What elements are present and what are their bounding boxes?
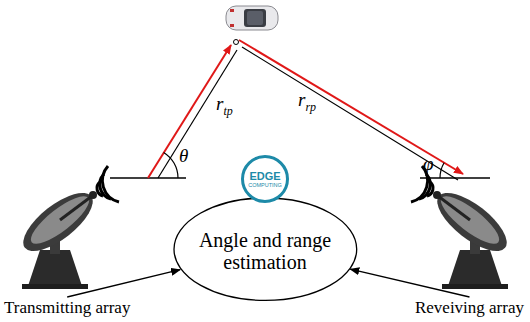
array-label: Transmitting array: [4, 299, 130, 318]
symbol: r: [298, 89, 305, 110]
node-text: Transmitting array: [4, 299, 130, 318]
reflection-point: [234, 40, 239, 45]
ellipse-shape: [174, 198, 357, 300]
symbol: r: [216, 93, 223, 114]
edge-computing-logo: EDGECOMPUTING: [241, 155, 289, 203]
dish-pedestal: [448, 250, 502, 286]
dish-reflector: [14, 183, 101, 262]
dish-surface: [25, 189, 95, 251]
car-window: [247, 11, 263, 25]
connector-arrow: [67, 270, 180, 297]
dish-feed: [438, 196, 470, 220]
node-text: Reveiving array: [415, 299, 524, 318]
angle-label: θ: [179, 146, 188, 165]
dish-base: [442, 284, 508, 289]
symbol: φ: [423, 153, 434, 174]
node-text: Angle and range estimation: [199, 229, 332, 273]
logo-text: COMPUTING: [248, 182, 282, 188]
range-label: rtp: [216, 94, 233, 117]
dish-surface: [435, 189, 505, 251]
path-outline: [158, 50, 237, 178]
transmit-path: [148, 45, 231, 178]
symbol: θ: [179, 145, 188, 166]
dish-feed: [60, 196, 92, 220]
signal-wave: [102, 166, 119, 202]
dish-base: [22, 284, 88, 289]
car-light: [230, 9, 234, 12]
angle-label: φ: [423, 154, 434, 173]
array-label: Reveiving array: [415, 299, 524, 318]
dish-pedestal: [28, 250, 82, 286]
receive-dish: [411, 166, 516, 289]
connector-arrow: [350, 269, 469, 297]
angle-arc: [440, 163, 444, 178]
estimation-ellipse: Angle and range estimationEDGECOMPUTING: [173, 197, 358, 301]
car-icon: [226, 6, 278, 30]
dish-horn: [433, 191, 441, 199]
dish-reflector: [428, 183, 515, 262]
range-label: rrp: [298, 90, 316, 113]
car-body: [226, 6, 278, 30]
car-light: [230, 24, 234, 27]
echo-path: [239, 40, 463, 174]
car-roof: [244, 9, 266, 27]
transmit-dish: [14, 166, 119, 289]
subscript: rp: [305, 100, 316, 114]
angle-arc: [164, 152, 178, 178]
subscript: tp: [223, 104, 232, 118]
logo-text: EDGE: [249, 170, 280, 182]
dish-horn: [89, 191, 97, 199]
